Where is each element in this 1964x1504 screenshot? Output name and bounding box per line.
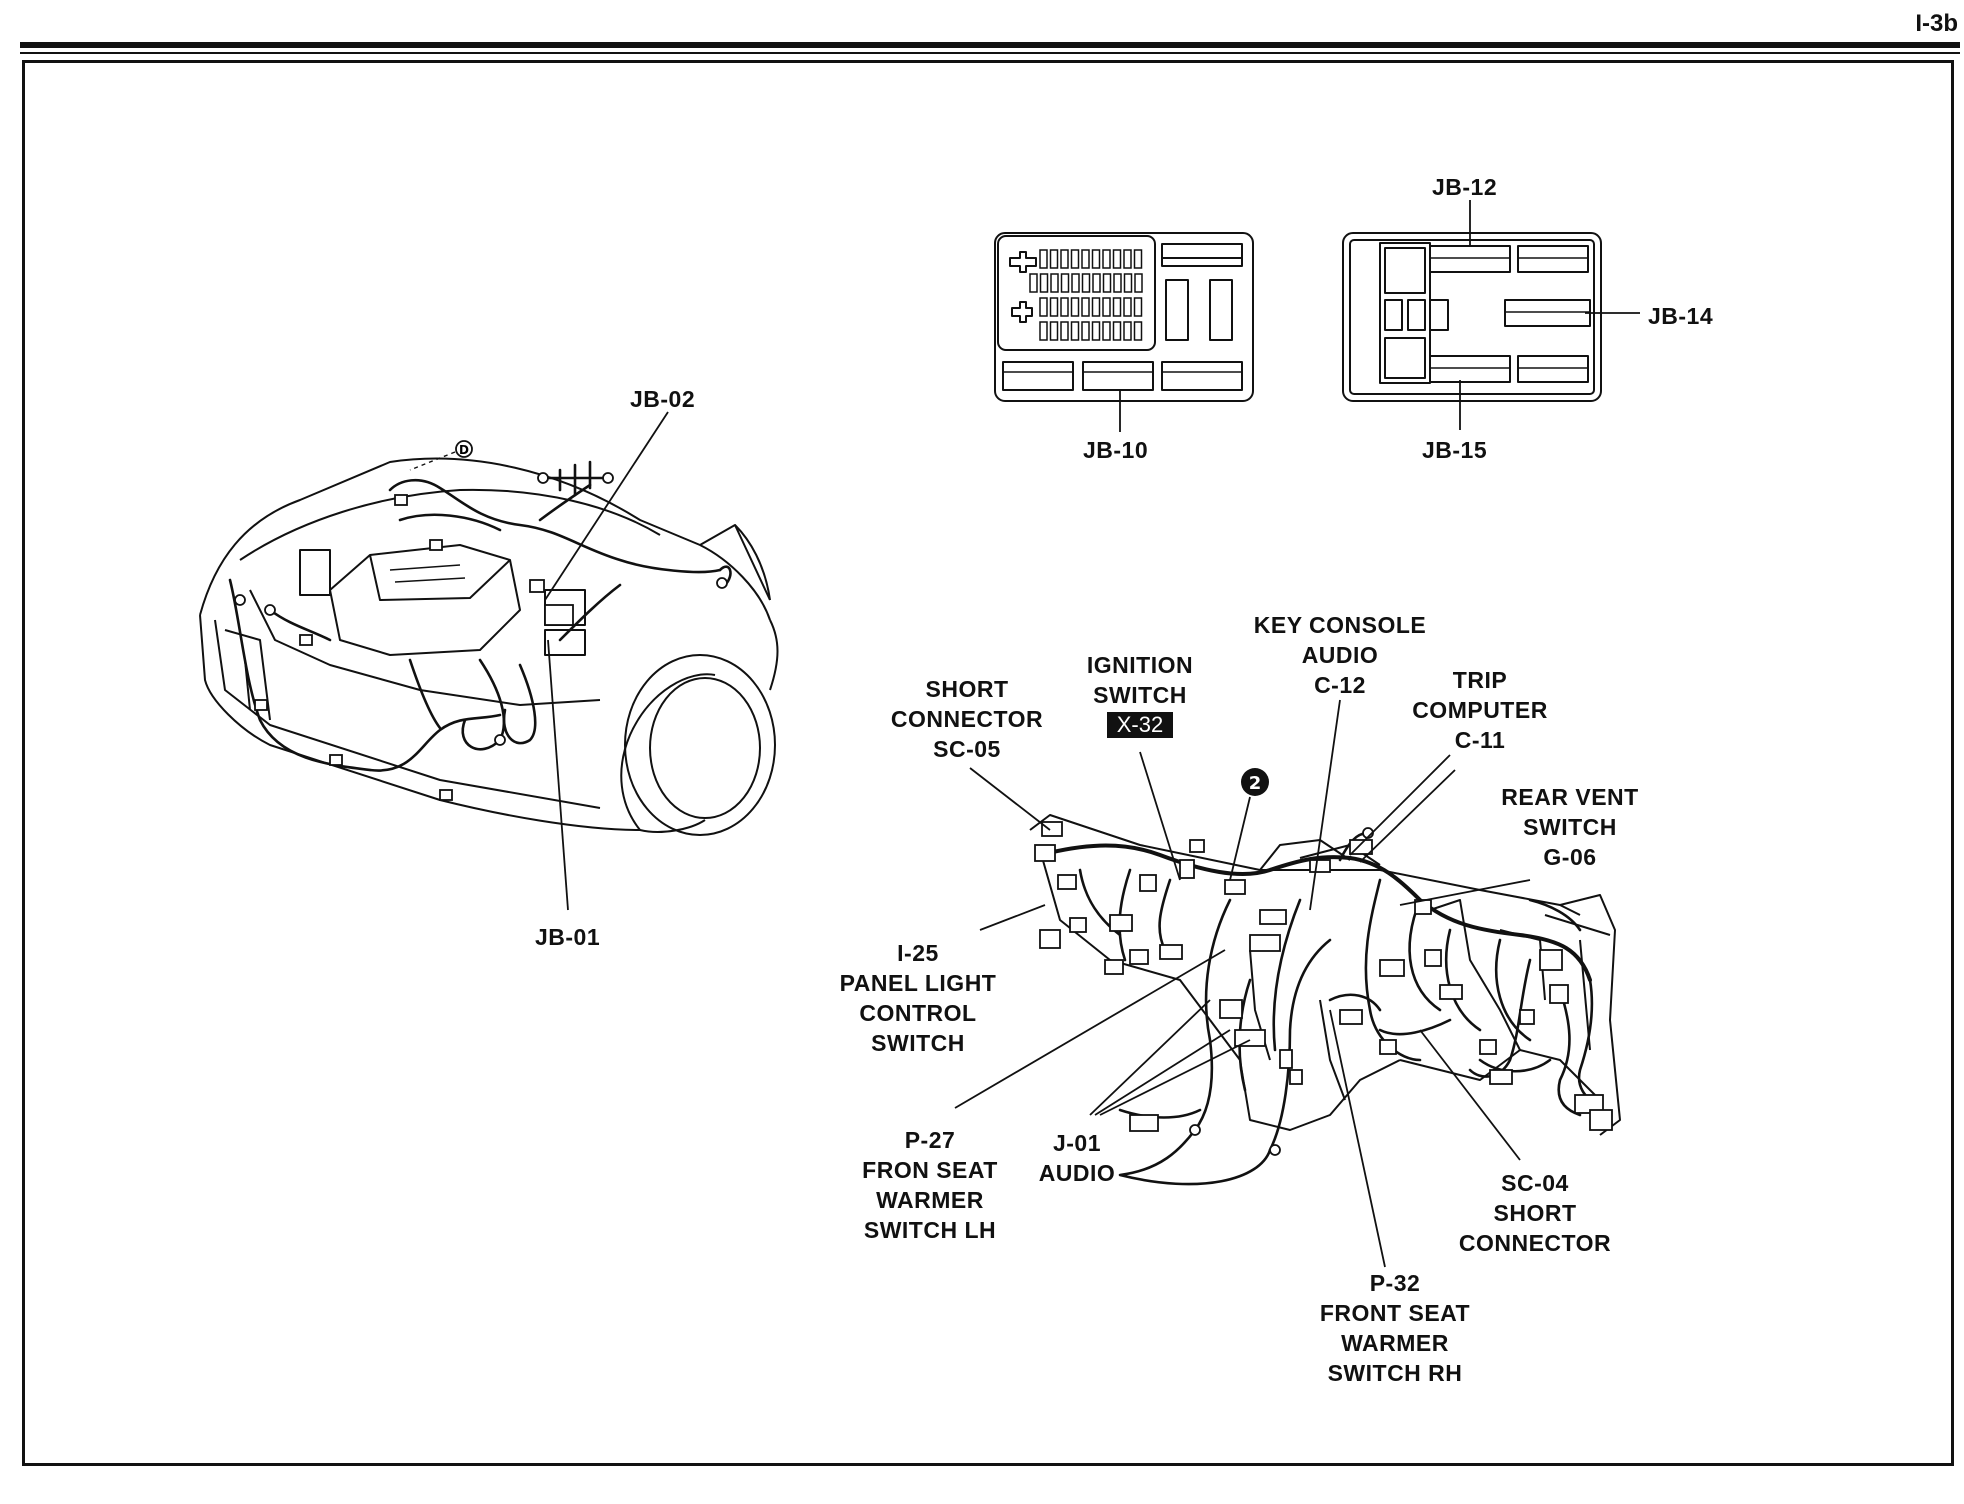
- fuse-slot: [1049, 297, 1059, 317]
- leader-p32: [1329, 1009, 1386, 1268]
- leader-ignition: [1139, 751, 1181, 881]
- fuse-slot: [1071, 273, 1080, 293]
- fuse-slot: [1123, 297, 1132, 317]
- label-jb14: JB-14: [1648, 303, 1714, 329]
- fuse-slot: [1102, 321, 1111, 341]
- jb12-junction-box-drawing: [1342, 200, 1640, 430]
- leader-i25: [979, 904, 1046, 931]
- header-rule-thin: [20, 52, 1960, 54]
- callout-2-label: 2: [1249, 773, 1262, 794]
- label-short-connector-sc04: SC-04 SHORT CONNECTOR: [1458, 1170, 1612, 1256]
- fuse-slot: [1081, 321, 1090, 341]
- fuse-slot: [1123, 321, 1132, 341]
- fuse-slot: [1050, 273, 1059, 293]
- leader-sc05: [969, 767, 1051, 831]
- fuse-slot: [1070, 321, 1080, 341]
- fuse-slot: [1102, 273, 1112, 293]
- fuse-slot: [1070, 249, 1080, 269]
- fuse-slot: [1091, 297, 1101, 317]
- fuse-slot: [1081, 273, 1091, 293]
- label-key-console-audio: KEY CONSOLE AUDIO C-12: [1253, 612, 1427, 698]
- leader-j01-a: [1089, 999, 1211, 1116]
- fuse-slot: [1039, 249, 1048, 269]
- dashboard-harness-drawing: 2: [954, 699, 1621, 1268]
- fuse-slot: [1039, 297, 1048, 317]
- fuse-slot: [1029, 273, 1038, 293]
- fuse-slot: [1133, 249, 1143, 269]
- label-trip-computer: TRIP COMPUTER C-11: [1412, 667, 1548, 753]
- fuse-slot: [1049, 249, 1059, 269]
- leader-jb01: [547, 639, 569, 911]
- fuse-slot: [1081, 249, 1090, 269]
- car-engine-bay-drawing: D: [199, 411, 779, 911]
- leader-p27: [954, 949, 1226, 1109]
- label-jb15: JB-15: [1422, 437, 1488, 463]
- callout-2-marker: [1241, 768, 1269, 796]
- fuse-slot: [1039, 321, 1048, 341]
- leader-key-console: [1309, 699, 1341, 911]
- fuse-slot: [1133, 297, 1143, 317]
- fuse-slot: [1134, 273, 1143, 293]
- fuse-slot: [1133, 321, 1143, 341]
- fuse-slot: [1112, 297, 1122, 317]
- fuse-slot: [1112, 249, 1122, 269]
- fuse-slot: [1091, 249, 1101, 269]
- fuse-slot: [1060, 249, 1069, 269]
- fuse-slot: [1102, 297, 1111, 317]
- fuse-slot: [1070, 297, 1080, 317]
- page-number: I-3b: [1915, 10, 1958, 37]
- label-rear-vent-switch: REAR VENT SWITCH G-06: [1501, 784, 1639, 870]
- fuse-slot: [1123, 249, 1132, 269]
- label-j01-audio: J-01 AUDIO: [1038, 1130, 1116, 1186]
- jb10-fuse-box-drawing: [994, 232, 1254, 432]
- label-panel-light-control-switch: I-25 PANEL LIGHT CONTROL SWITCH: [839, 940, 997, 1056]
- label-front-seat-warmer-rh: P-32 FRONT SEAT WARMER SWITCH RH: [1319, 1270, 1471, 1386]
- leader-jb02: [544, 411, 669, 601]
- fuse-slot: [1092, 273, 1101, 293]
- header-rule: [20, 42, 1960, 48]
- leader-trip-computer-a: [1349, 754, 1451, 856]
- fuse-slot: [1102, 249, 1111, 269]
- fuse-slot: [1049, 321, 1059, 341]
- ignition-switch-badge: X-32: [1106, 712, 1174, 738]
- label-jb12: JB-12: [1432, 174, 1498, 200]
- fuse-slot: [1060, 321, 1069, 341]
- leader-rear-vent: [1399, 879, 1531, 906]
- ground-symbol-label: D: [459, 443, 469, 457]
- leader-j01-b: [1094, 1029, 1231, 1116]
- label-jb02: JB-02: [630, 386, 696, 412]
- fuse-slot: [1060, 273, 1070, 293]
- fuse-grid: [1029, 249, 1143, 341]
- fuse-slot: [1113, 273, 1122, 293]
- label-ignition-switch: IGNITION SWITCH: [1086, 652, 1194, 708]
- leader-j01-c: [1099, 1039, 1251, 1116]
- fuse-slot: [1081, 297, 1090, 317]
- label-short-connector-sc05: SHORT CONNECTOR SC-05: [890, 676, 1044, 762]
- label-front-seat-warmer-lh: P-27 FRON SEAT WARMER SWITCH LH: [862, 1127, 998, 1243]
- ignition-switch-group: IGNITION SWITCH X-32: [1070, 650, 1210, 738]
- fuse-slot: [1039, 273, 1049, 293]
- diagram-frame: [22, 60, 1954, 1466]
- fuse-slot: [1060, 297, 1069, 317]
- leader-trip-computer-b: [1359, 769, 1456, 863]
- leader-sc04: [1419, 1029, 1521, 1161]
- fuse-slot: [1091, 321, 1101, 341]
- label-jb01: JB-01: [535, 924, 601, 950]
- label-jb10: JB-10: [1083, 437, 1149, 463]
- fuse-slot: [1123, 273, 1133, 293]
- fuse-slot: [1112, 321, 1122, 341]
